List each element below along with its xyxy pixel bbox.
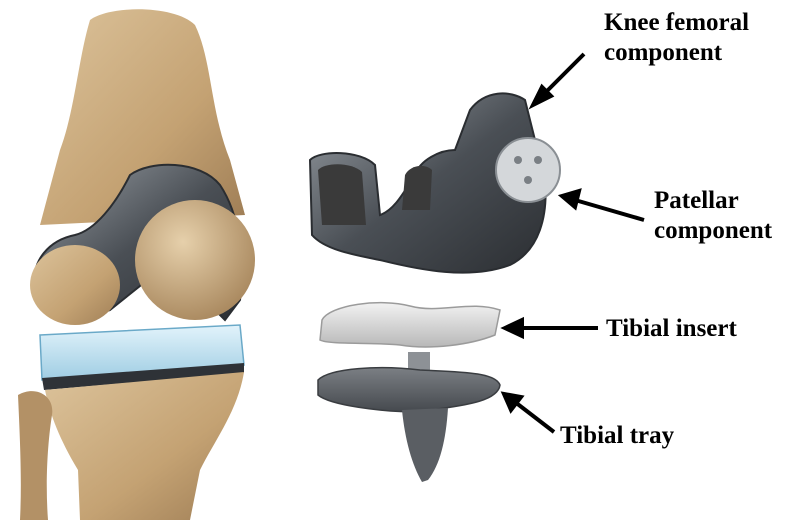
femoral-fixation-pad-1 <box>318 164 366 225</box>
label-patellar-line2: component <box>654 216 772 246</box>
tibial-tray-part <box>318 368 500 412</box>
label-femoral-line1: Knee femoral <box>604 8 749 38</box>
tibial-insert-part <box>320 303 500 347</box>
tibia-bone <box>45 372 244 520</box>
label-tibial-insert: Tibial insert <box>606 314 737 344</box>
lateral-condyle <box>30 245 120 325</box>
patellar-component-part <box>496 138 560 202</box>
exploded-components <box>310 93 560 482</box>
arrow-patellar <box>575 200 644 220</box>
arrowhead-patellar <box>562 191 579 207</box>
patellar-peg-3 <box>524 176 532 184</box>
femoral-fixation-pad-2 <box>402 166 432 210</box>
femoral-condyle <box>135 200 255 320</box>
label-patellar-line1: Patellar <box>654 186 772 216</box>
fibula-bone <box>18 391 52 520</box>
tibial-tray-keel <box>402 408 448 482</box>
assembled-knee-illustration <box>18 9 255 520</box>
arrowhead-tray <box>504 394 521 410</box>
label-femoral-line2: component <box>604 38 749 68</box>
patellar-peg-2 <box>534 156 542 164</box>
patellar-peg-1 <box>514 156 522 164</box>
label-tibial-tray: Tibial tray <box>560 421 674 451</box>
arrow-tray <box>515 402 554 432</box>
arrow-femoral <box>545 54 584 93</box>
label-patellar-component: Patellar component <box>654 186 772 246</box>
label-knee-femoral-component: Knee femoral component <box>604 8 749 68</box>
arrowhead-insert <box>505 320 522 336</box>
